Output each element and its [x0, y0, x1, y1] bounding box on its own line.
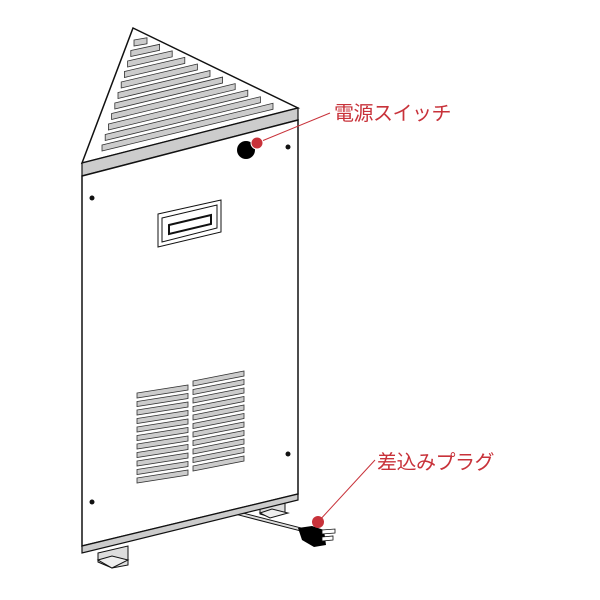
louver-slat — [136, 393, 189, 407]
louver-slat — [192, 413, 245, 429]
louver-slat — [192, 379, 245, 395]
power-switch-label: 電源スイッチ — [334, 101, 452, 125]
top-vent-slat — [104, 96, 261, 142]
louver-slat — [136, 384, 189, 399]
top-vent-slats — [101, 37, 274, 152]
body-front-panel — [81, 119, 299, 547]
front-louvers — [136, 370, 245, 484]
louver-slat — [192, 438, 245, 455]
louver-slat — [136, 418, 189, 433]
top-vent-slat — [133, 37, 148, 47]
handle — [157, 199, 222, 248]
power-switch-leader-line — [256, 112, 331, 144]
top-vent-slat — [127, 50, 173, 68]
top-vent-slat — [114, 76, 224, 110]
power-switch-marker — [250, 136, 264, 150]
top-vent-slat — [130, 43, 161, 57]
louver-slat — [192, 396, 245, 412]
bottom-band — [81, 493, 299, 554]
left-foot — [96, 545, 130, 569]
plug-label: 差込みプラグ — [377, 450, 495, 474]
louver-slat — [136, 410, 189, 424]
louver-slat — [136, 444, 189, 458]
louver-slat — [192, 370, 245, 387]
power-switch-knob[interactable] — [237, 141, 255, 159]
louver-slat — [192, 455, 245, 472]
top-vent-slat — [101, 102, 274, 152]
louver-slat — [136, 427, 189, 441]
top-vent-slat — [108, 89, 249, 131]
louver-slat — [192, 387, 245, 404]
top-vent-slat — [111, 83, 236, 121]
power-plug-icon[interactable] — [298, 526, 336, 547]
louver-slat — [192, 447, 245, 463]
louver-slat — [192, 430, 245, 446]
louver-slat — [192, 404, 245, 421]
top-vent-slat — [120, 63, 198, 89]
top-vent-slat — [124, 56, 186, 79]
louver-slat — [136, 401, 189, 416]
louver-slat — [136, 452, 189, 467]
louver-slat — [136, 469, 189, 484]
top-vent-slat — [117, 69, 211, 100]
plug-leader-line — [317, 459, 376, 523]
louver-slat — [136, 435, 189, 450]
louver-slat — [192, 421, 245, 438]
screws — [89, 144, 291, 505]
plug-marker — [312, 516, 324, 528]
louver-slat — [136, 461, 189, 475]
power-cord — [236, 511, 304, 532]
